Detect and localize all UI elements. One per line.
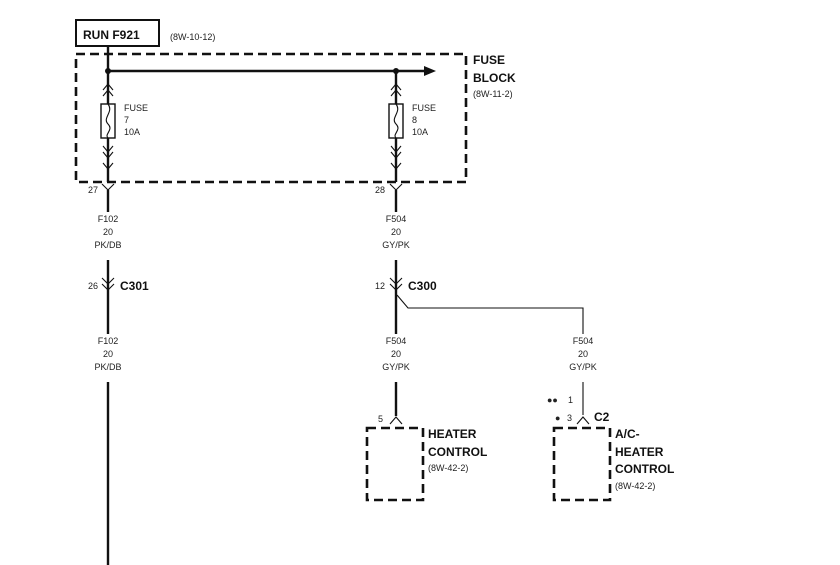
c301-name: C301 [120,279,149,293]
c300-terminal-icon [389,283,403,291]
fuse-8 [388,71,404,182]
wire-label-mask [568,334,598,382]
f504-upper-circuit: F504 [386,214,407,224]
f102-upper-gauge: 20 [103,227,113,237]
f102-lower-circuit: F102 [98,336,119,346]
wire-label-mask [381,334,411,382]
f504-right-circuit: F504 [573,336,594,346]
f504-right-color: GY/PK [569,362,597,372]
fuse-block-title-1: FUSE [473,53,505,67]
ac-heater-control-line2: HEATER [615,445,664,459]
wire-label-mask [94,334,122,382]
f504-left-circuit: F504 [386,336,407,346]
fuse-7 [100,71,116,182]
c2-pin-a: 1 [568,395,573,405]
c2-pin-b: 3 [567,413,572,423]
fuse-block-title-2: BLOCK [473,71,516,85]
f504-right-gauge: 20 [578,349,588,359]
fuse-block-outline [74,52,468,184]
source-box [75,19,160,47]
f504-upper-color: GY/PK [382,240,410,250]
wire-label-mask [382,212,412,260]
f504-upper-gauge: 20 [391,227,401,237]
heater-control-line1: HEATER [428,427,477,441]
bus-bar-arrow-icon [424,66,436,76]
cavity-28-terminal [389,183,403,191]
fuse-7-label: FUSE [124,103,148,113]
f102-upper-circuit: F102 [98,214,119,224]
c2-name: C2 [594,410,610,424]
ac-heater-control-line3: CONTROL [615,462,674,476]
fuse-8-rating: 10A [412,127,428,137]
fuse-7-rating: 10A [124,127,140,137]
ac-heater-control-terminal-icon [576,416,590,425]
ac-heater-control-ref: (8W-42-2) [615,481,655,491]
c301-pin: 26 [88,281,98,291]
f504-left-gauge: 20 [391,349,401,359]
fuse-8-number: 8 [412,115,417,125]
c301-terminal-icon [101,277,115,285]
heater-control-module [365,426,425,502]
c301-terminal-icon [101,283,115,291]
f102-upper-color: PK/DB [94,240,121,250]
heater-control-ref: (8W-42-2) [428,463,468,473]
cavity-27: 27 [88,185,98,195]
ac-heater-control-line1: A/C- [615,427,640,441]
c2-mark-b: ● [555,413,560,423]
heater-control-line2: CONTROL [428,445,487,459]
f504-left-color: GY/PK [382,362,410,372]
cavity-28: 28 [375,185,385,195]
f102-lower-color: PK/DB [94,362,121,372]
source-name: RUN F921 [83,28,140,42]
c300-name: C300 [408,279,437,293]
heater-control-terminal-icon [389,416,403,425]
c300-pin: 12 [375,281,385,291]
heater-control-pin: 5 [378,414,383,424]
fuse-8-label: FUSE [412,103,436,113]
fuse-block-ref: (8W-11-2) [473,89,513,99]
f102-lower-gauge: 20 [103,349,113,359]
c300-terminal-icon [389,277,403,285]
c2-mark-a: ●● [547,395,558,405]
wire-label-mask [94,212,122,260]
cavity-27-terminal [101,183,115,191]
fuse-7-number: 7 [124,115,129,125]
ac-heater-control-module [552,426,612,502]
source-ref: (8W-10-12) [170,32,215,42]
